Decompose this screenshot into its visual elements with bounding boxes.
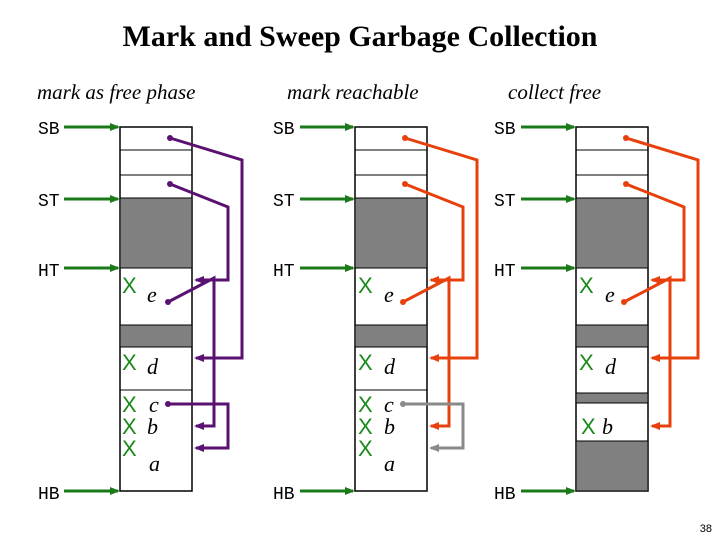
heap-objects: e d c b a: [384, 282, 396, 476]
mark-b: X: [122, 414, 137, 439]
object-d: d: [147, 354, 159, 379]
page-title: Mark and Sweep Garbage Collection: [123, 20, 598, 53]
mark-d: X: [122, 350, 137, 375]
object-d: d: [384, 354, 396, 379]
free-marks: X X X: [579, 273, 596, 439]
pointer-arrows: [165, 135, 244, 452]
hb-label: HB: [38, 485, 60, 505]
object-b: b: [384, 414, 395, 439]
object-b: b: [147, 414, 158, 439]
hb-label: HB: [494, 485, 516, 505]
register-arrows: SB ST HT HB: [273, 120, 355, 505]
object-e: e: [147, 282, 157, 307]
pointer-arrows: [400, 135, 479, 452]
st-label: ST: [273, 192, 295, 212]
mark-d: X: [579, 350, 594, 375]
mark-d: X: [358, 350, 373, 375]
st-label: ST: [494, 192, 516, 212]
object-a: a: [384, 451, 395, 476]
panel-collect-free: collect free SB ST HT HB e d b X X: [494, 80, 700, 505]
panel-mark-reachable: mark reachable SB ST HT HB e d c b a: [273, 80, 479, 505]
mark-e: X: [122, 273, 137, 298]
ht-label: HT: [273, 262, 295, 282]
object-c: c: [149, 392, 159, 417]
heap-objects: e d c b a: [147, 282, 160, 476]
mark-c: X: [122, 392, 137, 417]
mark-e: X: [579, 273, 594, 298]
object-e: e: [605, 282, 615, 307]
phase-label: mark as free phase: [37, 80, 195, 104]
free-marks: X X X X X: [358, 273, 373, 461]
mark-b: X: [358, 414, 373, 439]
hb-label: HB: [273, 485, 295, 505]
panel-mark-as-free: mark as free phase SB ST HT HB e d c b a: [37, 80, 244, 505]
mark-c: X: [358, 392, 373, 417]
register-arrows: SB ST HT HB: [494, 120, 576, 505]
st-label: ST: [38, 192, 60, 212]
phase-label: collect free: [508, 80, 601, 104]
object-e: e: [384, 282, 394, 307]
sb-label: SB: [494, 120, 516, 140]
mark-b: X: [581, 414, 596, 439]
mark-a: X: [358, 436, 373, 461]
page-number: 38: [700, 523, 712, 535]
mark-a: X: [122, 436, 137, 461]
heap-objects: e d b: [602, 282, 617, 439]
mark-e: X: [358, 273, 373, 298]
pointer-arrows: [621, 135, 700, 430]
object-a: a: [149, 451, 160, 476]
register-arrows: SB ST HT HB: [38, 120, 120, 505]
sb-label: SB: [38, 120, 60, 140]
phase-label: mark reachable: [287, 80, 419, 104]
object-c: c: [384, 392, 394, 417]
object-d: d: [605, 354, 617, 379]
ht-label: HT: [494, 262, 516, 282]
ht-label: HT: [38, 262, 60, 282]
free-marks: X X X X X: [122, 273, 137, 461]
sb-label: SB: [273, 120, 295, 140]
object-b: b: [602, 414, 613, 439]
